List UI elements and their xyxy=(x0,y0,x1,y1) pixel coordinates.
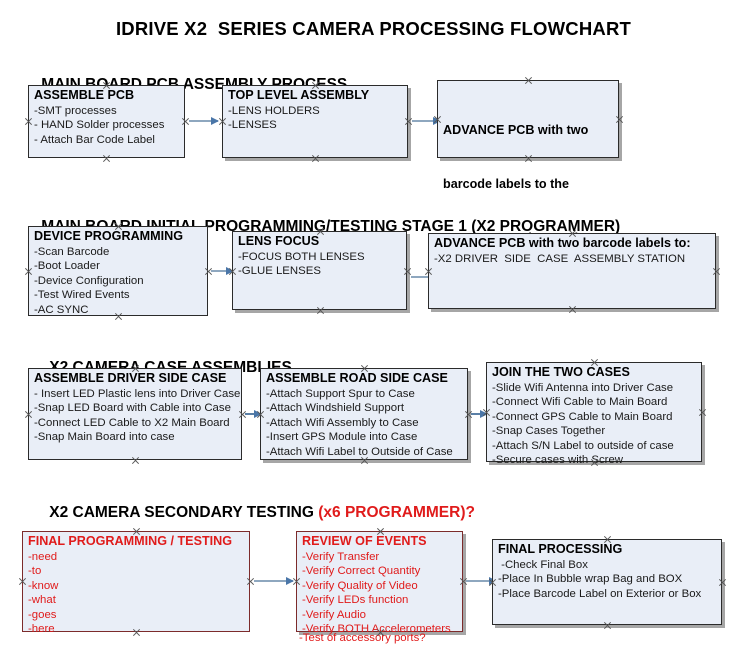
flow-box-title: ADVANCE PCB with two barcode labels to: xyxy=(434,236,691,250)
flow-box-line: -AC SYNC xyxy=(34,303,89,316)
flow-box-line: -Test Wired Events xyxy=(34,289,130,302)
flow-box-line: -know xyxy=(28,579,59,592)
flow-box-join-the-two-cases[interactable]: JOIN THE TWO CASES -Slide Wifi Antenna i… xyxy=(486,362,702,466)
connector-arrow xyxy=(189,116,219,125)
flow-box-line: -LENSES xyxy=(228,119,277,132)
flow-box-title: ASSEMBLE ROAD SIDE CASE xyxy=(266,371,448,385)
flow-box-line: -Attach S/N Label to outside of case xyxy=(492,439,674,452)
flow-box-line: -Check Final Box xyxy=(498,559,588,571)
flow-box-final-processing[interactable]: FINAL PROCESSING -Check Final Box -Place… xyxy=(492,539,722,625)
flow-box-title-line: ADVANCE PCB with two xyxy=(443,123,589,137)
flow-box-line: -Slide Wifi Antenna into Driver Case xyxy=(492,382,674,394)
flow-box-device-programming[interactable]: DEVICE PROGRAMMING -Scan Barcode -Boot L… xyxy=(28,226,208,316)
flow-box-line: -Scan Barcode xyxy=(34,246,110,258)
flow-box-line: -Place In Bubble wrap Bag and BOX xyxy=(498,573,683,586)
flow-box-title: FINAL PROGRAMMING / TESTING xyxy=(28,534,233,548)
flow-box-line: -need xyxy=(28,551,58,563)
connector-arrow xyxy=(211,266,234,275)
flow-box-assemble-pcb[interactable]: ASSEMBLE PCB -SMT processes - HAND Solde… xyxy=(28,85,185,158)
section-heading-4-text: X2 CAMERA SECONDARY TESTING xyxy=(49,504,319,521)
flow-box-line: -Verify BOTH Accelerometers xyxy=(302,623,451,636)
flow-box-review-of-events[interactable]: REVIEW OF EVENTS -Verify Transfer -Verif… xyxy=(296,531,463,635)
flow-box-line: -Boot Loader xyxy=(34,260,100,273)
flow-box-line: -here xyxy=(28,623,55,636)
flow-box-line: -Connect GPS Cable to Main Board xyxy=(492,410,673,423)
flow-box-line: -Snap Main Board into case xyxy=(34,431,175,444)
flow-box-line: -Attach Wifi Assembly to Case xyxy=(266,416,419,429)
flow-box-line: -to xyxy=(28,565,42,578)
flow-box-title-line: barcode labels to the xyxy=(443,177,569,191)
flow-box-line: -goes xyxy=(28,608,57,621)
flow-box-lens-focus[interactable]: LENS FOCUS -FOCUS BOTH LENSES -GLUE LENS… xyxy=(232,231,407,310)
section-heading-4: X2 CAMERA SECONDARY TESTING (x6 PROGRAMM… xyxy=(32,486,475,540)
flow-box-line: - HAND Solder processes xyxy=(34,119,165,132)
flow-box-line: -Attach Support Spur to Case xyxy=(266,388,415,400)
flow-box-overflow-line: -Test of accessory ports? xyxy=(299,632,426,644)
flow-box-title: JOIN THE TWO CASES xyxy=(492,365,630,379)
flow-box-title: ASSEMBLE PCB xyxy=(34,88,135,102)
flow-box-line: -Connect LED Cable to X2 Main Board xyxy=(34,416,230,429)
flow-box-line: -Connect Wifi Cable to Main Board xyxy=(492,396,668,409)
flow-box-line: -Secure cases with Screw xyxy=(492,454,624,467)
flow-box-line: -Device Configuration xyxy=(34,274,144,287)
connector-arrow xyxy=(245,409,262,418)
flow-box-line: - Insert LED Plastic lens into Driver Ca… xyxy=(34,388,241,400)
flow-box-top-level-assembly[interactable]: TOP LEVEL ASSEMBLY -LENS HOLDERS -LENSES xyxy=(222,85,408,158)
flow-box-line: -LENS HOLDERS xyxy=(228,105,320,117)
flow-box-title: LENS FOCUS xyxy=(238,234,320,248)
flow-box-advance-pcb-driver-side[interactable]: ADVANCE PCB with two barcode labels to: … xyxy=(428,233,716,309)
page-title: IDRIVE X2 SERIES CAMERA PROCESSING FLOWC… xyxy=(115,18,632,39)
flow-box-line: -Snap LED Board with Cable into Case xyxy=(34,402,231,415)
flow-box-title: REVIEW OF EVENTS xyxy=(302,534,427,548)
flow-box-line: -Insert GPS Module into Case xyxy=(266,431,418,444)
flow-box-line: -what xyxy=(28,594,56,607)
flow-box-final-programming-testing[interactable]: FINAL PROGRAMMING / TESTING -need -to -k… xyxy=(22,531,250,635)
flow-box-advance-pcb-station[interactable]: ADVANCE PCB with two barcode labels to t… xyxy=(437,80,619,245)
flow-box-line: -Snap Cases Together xyxy=(492,425,606,438)
flow-box-line: -Attach Wifi Label to Outside of Case xyxy=(266,445,453,458)
flow-box-title: FINAL PROCESSING xyxy=(498,542,623,556)
flow-box-title: DEVICE PROGRAMMING xyxy=(34,229,184,243)
section-heading-4-red-text: (x6 PROGRAMMER)? xyxy=(318,504,475,521)
connector-arrow xyxy=(471,409,488,418)
flow-box-line: -FOCUS BOTH LENSES xyxy=(238,251,365,263)
flow-box-line: -Attach Windshield Support xyxy=(266,402,405,415)
flow-box-line: -Place Barcode Label on Exterior or Box xyxy=(498,587,702,600)
connector-arrow xyxy=(254,576,294,585)
flow-box-line: -Verify LEDs function xyxy=(302,594,409,607)
flow-box-title: TOP LEVEL ASSEMBLY xyxy=(228,88,370,102)
flow-box-line: -Verify Quality of Video xyxy=(302,579,418,592)
flow-box-line: -SMT processes xyxy=(34,105,117,117)
flow-box-line: -Verify Audio xyxy=(302,608,366,621)
flow-box-line: -Verify Correct Quantity xyxy=(302,565,421,578)
connector-arrow xyxy=(412,116,441,125)
flow-box-line: -GLUE LENSES xyxy=(238,265,321,278)
flow-box-line: - Attach Bar Code Label xyxy=(34,133,155,146)
flow-box-assemble-driver-side-case[interactable]: ASSEMBLE DRIVER SIDE CASE - Insert LED P… xyxy=(28,368,242,460)
flow-box-assemble-road-side-case[interactable]: ASSEMBLE ROAD SIDE CASE -Attach Support … xyxy=(260,368,468,460)
flow-box-title: ASSEMBLE DRIVER SIDE CASE xyxy=(34,371,227,385)
flow-box-line: -Verify Transfer xyxy=(302,551,380,563)
flow-box-line: -X2 DRIVER SIDE CASE ASSEMBLY STATION xyxy=(434,253,686,265)
